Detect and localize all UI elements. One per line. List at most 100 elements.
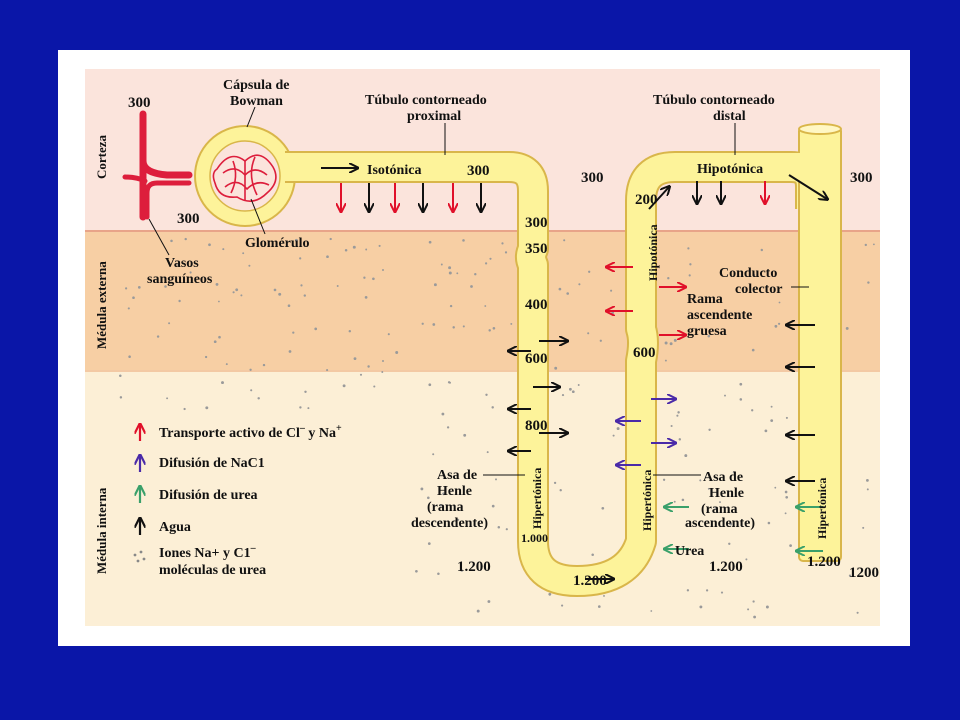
ion-dot (249, 368, 252, 371)
blood-vessels (122, 110, 193, 221)
proximal-label-2: proximal (407, 109, 461, 124)
ion-dot (784, 490, 788, 494)
ion-dot (686, 589, 690, 592)
ion-dot (359, 373, 363, 376)
legend-water: Agua (159, 520, 191, 535)
ion-dot (342, 384, 346, 388)
ion-dot (724, 394, 726, 397)
legend-nacl: Difusión de NaC1 (159, 456, 265, 471)
ion-dot (765, 605, 769, 609)
ion-dot (486, 451, 489, 454)
ion-dot (184, 237, 187, 241)
ion-dot (437, 572, 440, 575)
ion-dot (314, 327, 318, 331)
ion-dot (558, 287, 562, 291)
ion-dot (751, 348, 755, 352)
ion-dot (415, 569, 418, 573)
ion-dot (699, 605, 703, 609)
ion-dot (673, 500, 676, 503)
ion-dot (785, 495, 789, 499)
ion-dot (218, 300, 220, 303)
osm-desc-400: 400 (525, 297, 548, 313)
ion-dot (365, 248, 368, 251)
ion-dot (387, 333, 390, 336)
ion-dot (489, 257, 492, 260)
ion-dot (719, 501, 721, 504)
ion-dot (777, 322, 781, 325)
ion-dot (497, 526, 501, 529)
ion-dot (728, 542, 731, 545)
ion-dot (487, 600, 491, 603)
ion-dot (428, 383, 432, 387)
ion-dot (548, 592, 552, 596)
zone-label-cortex: Corteza (94, 134, 109, 179)
glomerulus-label: Glomérulo (245, 236, 310, 251)
osm-bottom-left: 1.200 (457, 559, 491, 575)
distal-label-2: distal (713, 109, 746, 124)
ion-dot (770, 405, 773, 408)
ion-dot (235, 288, 239, 292)
ion-dot (372, 277, 375, 281)
osm-cortex-mid: 300 (581, 170, 604, 186)
ion-dot (705, 589, 709, 592)
ion-dot (789, 368, 792, 371)
ion-dot (485, 393, 488, 396)
osm-asc-200: 200 (635, 192, 658, 208)
osm-bottom-mid: 1.200 (709, 559, 743, 575)
osm-cortex-right: 300 (850, 170, 873, 186)
ion-dot (745, 558, 748, 561)
dot-icon (133, 550, 146, 563)
bowman-leader (246, 106, 256, 128)
ion-dot (864, 243, 867, 247)
transport-arrows (321, 168, 827, 579)
ion-dot (577, 384, 580, 386)
hypertonic-collector-label: Hipertónica (815, 478, 829, 539)
distal-label-1: Túbulo contorneado (653, 93, 775, 108)
ion-dot (449, 381, 451, 384)
ion-dot (561, 604, 564, 607)
ion-dot (222, 248, 225, 251)
osm-desc-600: 600 (525, 351, 548, 367)
ion-dot (300, 284, 303, 287)
legend-active-transport: Transporte activo de Cl– y Na+ (159, 423, 342, 441)
ion-dot (428, 240, 432, 244)
outer-medulla-zone (85, 231, 880, 371)
ion-dot (739, 398, 743, 401)
ion-dot (433, 283, 437, 287)
ion-dot (381, 371, 384, 373)
ion-dot (767, 521, 771, 525)
ion-dot (708, 428, 711, 431)
henle-desc-label-3: (rama (427, 500, 464, 515)
ion-dot (554, 366, 558, 370)
henle-desc-label-1: Asa de (437, 468, 477, 483)
thick-label-3: gruesa (687, 324, 727, 339)
ion-dot (774, 486, 777, 489)
osm-desc-300: 300 (525, 215, 548, 231)
ion-dot (421, 322, 424, 325)
legend-ions: Iones Na+ y C1– (159, 543, 257, 561)
ion-dot (127, 307, 130, 310)
ion-dot (452, 326, 455, 329)
henle-asc-label-3: (rama (701, 502, 738, 517)
ion-dot (561, 394, 565, 397)
glomerulus (212, 154, 277, 202)
ion-dot (587, 332, 590, 335)
ion-dot (752, 600, 755, 603)
ion-dot (650, 610, 653, 612)
ion-dot (287, 304, 291, 307)
hypotonic-vertical-label: Hipotónica (646, 224, 660, 281)
ion-dot (373, 385, 376, 388)
osm-desc-800: 800 (525, 418, 548, 434)
ion-dot (462, 325, 465, 328)
thick-label-2: ascendente (687, 308, 752, 323)
henle-asc-label-1: Asa de (703, 470, 743, 485)
ion-dot (751, 409, 754, 412)
ion-dot (189, 271, 192, 274)
ion-dot (221, 381, 224, 385)
ion-dot (789, 544, 792, 547)
ion-dot (681, 498, 685, 502)
ion-dot (770, 419, 774, 422)
ion-dot (760, 248, 764, 252)
proximal-label-1: Túbulo contorneado (365, 93, 487, 108)
vessels-leader (148, 218, 170, 256)
